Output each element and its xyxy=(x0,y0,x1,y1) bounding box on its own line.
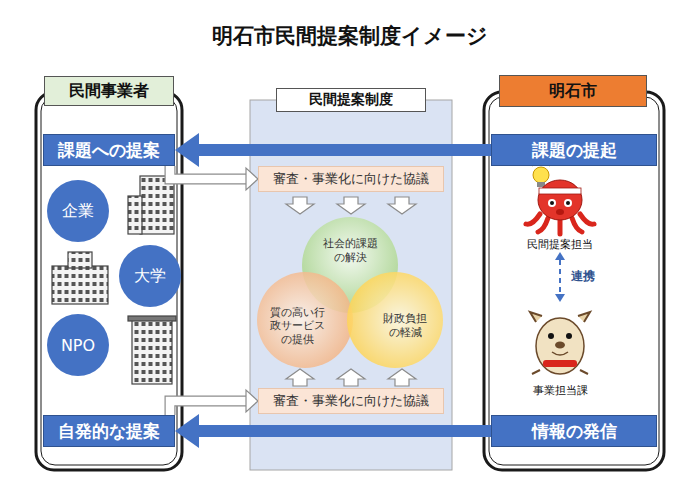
action-box: 情報の発信 xyxy=(491,415,657,447)
action-box: 課題への提案 xyxy=(43,134,175,166)
panel-heading: 明石市 xyxy=(499,75,647,107)
arrow-shaft xyxy=(170,401,246,415)
panel-heading: 民間事業者 xyxy=(44,76,174,106)
node-text: 情報の発信 xyxy=(532,420,617,443)
office-building xyxy=(128,196,142,234)
mascot-label: 事業担当課 xyxy=(505,302,615,398)
up-arrow xyxy=(286,369,314,386)
node-text: 審査・事業化に向けた協議 xyxy=(273,392,429,410)
arrow-shaft xyxy=(559,260,561,294)
arrow-head xyxy=(175,414,199,448)
panel-frame xyxy=(36,92,182,470)
connector xyxy=(175,414,491,448)
action-box: 課題の提起 xyxy=(491,134,657,166)
panel-heading: 民間提案制度 xyxy=(276,88,426,112)
down-arrow xyxy=(286,197,314,214)
review-box: 審査・事業化に向けた協議 xyxy=(258,166,444,192)
office-building xyxy=(128,316,176,321)
node-text: 社会的課題の解決 xyxy=(320,237,380,264)
up-arrow xyxy=(337,369,365,386)
arrow-head xyxy=(555,294,565,302)
lion-mascot xyxy=(530,312,590,374)
school-building xyxy=(52,266,108,304)
panel: 民間事業者課題への提案企業大学NPO自発的な提案 xyxy=(36,92,182,470)
node-text: NPO xyxy=(61,336,95,355)
building-icons xyxy=(52,176,176,384)
review-box: 審査・事業化に向けた協議 xyxy=(258,388,444,414)
org-circle: 企業 xyxy=(47,180,109,242)
arrow-head xyxy=(246,390,258,412)
down-arrow xyxy=(337,197,365,214)
arrow-shaft xyxy=(170,401,246,415)
org-circle: NPO xyxy=(47,314,109,376)
system-panel: 民間提案制度審査・事業化に向けた協議社会的課題の解決質の高い行政サービスの提供財… xyxy=(250,100,452,470)
node-text: 質の高い行政サービスの提供 xyxy=(266,306,328,347)
node-text: 企業 xyxy=(62,201,94,222)
connector xyxy=(175,133,491,167)
diagram-title: 明石市民間提案制度イメージ xyxy=(0,22,700,50)
arrow-shaft xyxy=(199,144,491,156)
action-box: 自発的な提案 xyxy=(43,415,175,447)
node-text: 民間提案担当 xyxy=(525,237,595,252)
panel-frame xyxy=(484,92,664,470)
edge-label: 連携 xyxy=(569,268,597,285)
node-text: 財政負担の軽減 xyxy=(380,312,430,339)
panel-frame xyxy=(41,97,177,465)
connector xyxy=(555,252,565,302)
up-arrow xyxy=(388,369,416,386)
node-text: 課題の提起 xyxy=(532,139,617,162)
school-building xyxy=(68,252,92,268)
arrow-head xyxy=(175,133,199,167)
venn-circle: 質の高い行政サービスの提供 xyxy=(257,272,353,368)
arrow-shaft xyxy=(170,166,246,179)
venn-circle: 財政負担の軽減 xyxy=(347,272,443,368)
node-text: 大学 xyxy=(134,266,166,287)
node-text: 課題への提案 xyxy=(58,139,160,162)
node-text: 審査・事業化に向けた協議 xyxy=(273,170,429,188)
arrow-shaft xyxy=(199,425,491,437)
connector xyxy=(170,166,258,190)
node-text: 自発的な提案 xyxy=(58,420,160,443)
down-arrow xyxy=(388,197,416,214)
org-circle: 大学 xyxy=(119,245,181,307)
node-text: 事業担当課 xyxy=(531,383,590,398)
arrow-head xyxy=(246,168,258,190)
office-building xyxy=(132,320,172,384)
panel-frames xyxy=(36,92,664,470)
octopus-mascot xyxy=(526,158,594,234)
arrow-shaft xyxy=(170,166,246,179)
office-building xyxy=(140,176,174,234)
arrow-head xyxy=(555,252,565,260)
panel-frame xyxy=(489,97,659,465)
connector xyxy=(170,390,258,415)
panel-ground xyxy=(250,100,452,470)
mascot-label: 民間提案担当 xyxy=(505,168,615,252)
